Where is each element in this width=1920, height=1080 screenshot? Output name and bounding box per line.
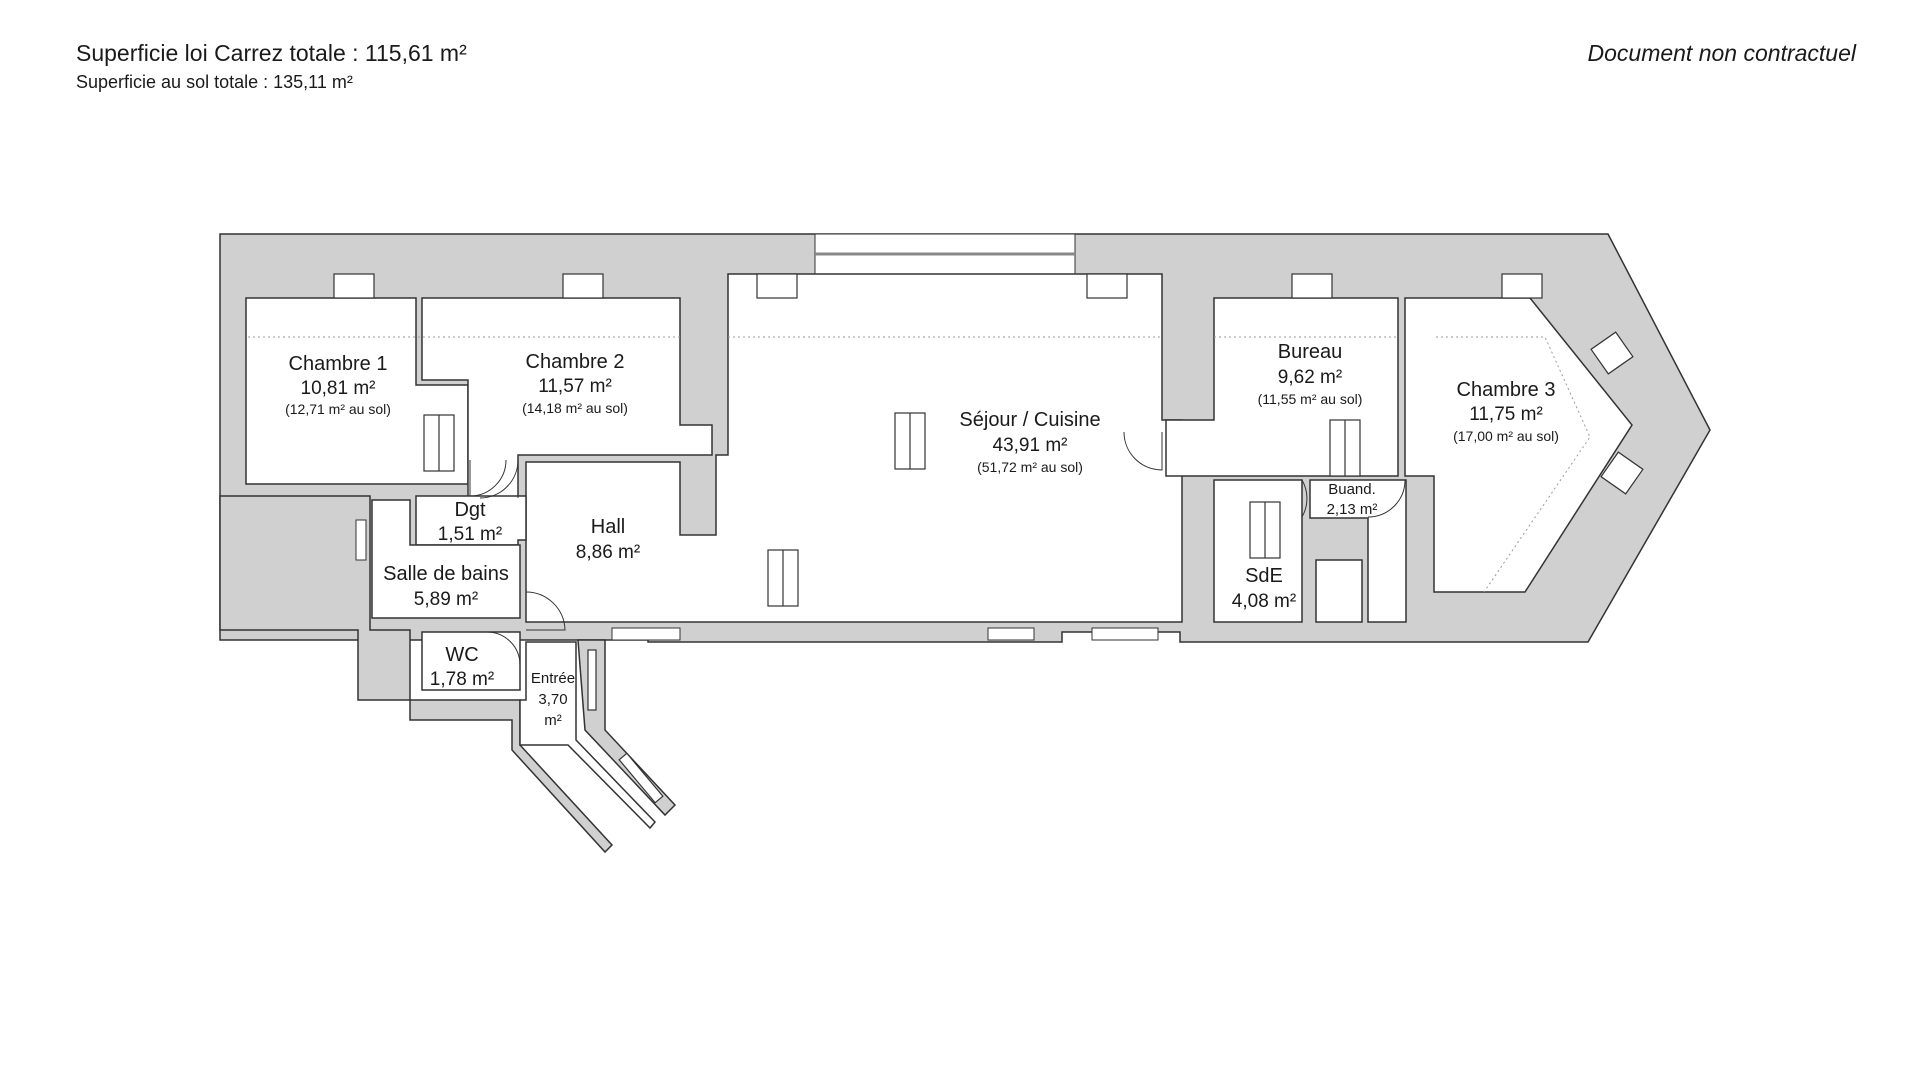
disclaimer: Document non contractuel	[1587, 40, 1857, 66]
chambre1-floor-area: (12,71 m² au sol)	[285, 401, 391, 417]
windows	[355, 233, 1159, 641]
skylights	[423, 412, 1361, 804]
buand-name: Buand.	[1328, 481, 1376, 498]
chambre2-name: Chambre 2	[526, 351, 625, 373]
radiator-icon	[1086, 273, 1128, 299]
west-wing-wall	[219, 495, 614, 854]
entree-name: Entrée	[531, 670, 575, 687]
radiator-icon	[333, 273, 375, 299]
rooms	[245, 273, 1633, 830]
skylight-icon	[894, 412, 926, 470]
chambre1-area: 10,81 m²	[301, 378, 376, 399]
entree-area-value: 3,70	[538, 691, 567, 708]
chambre2-floor-area: (14,18 m² au sol)	[522, 400, 628, 416]
radiator-icon	[1590, 331, 1634, 375]
radiator-icon	[756, 273, 798, 299]
wc-area: 1,78 m²	[430, 669, 494, 690]
radiators	[333, 273, 1644, 495]
room-buand	[1309, 479, 1407, 623]
sejour-floor-area: (51,72 m² au sol)	[977, 459, 1083, 475]
radiator-icon	[1600, 451, 1644, 495]
room-chambre2	[421, 297, 713, 499]
bureau-area: 9,62 m²	[1278, 367, 1342, 388]
skylight-icon	[587, 649, 597, 711]
room-salle-de-bains	[371, 499, 521, 619]
doors	[469, 431, 1406, 666]
radiator-icon	[1291, 273, 1333, 299]
floor-total-area: Superficie au sol totale : 135,11 m²	[76, 72, 353, 92]
chambre3-floor-area: (17,00 m² au sol)	[1453, 428, 1559, 444]
radiator-icon	[562, 273, 604, 299]
window-south-2	[987, 627, 1035, 641]
sejour-name: Séjour / Cuisine	[959, 409, 1100, 431]
room-chambre3	[1404, 297, 1633, 593]
skylight-icon	[1249, 501, 1281, 559]
bureau-name: Bureau	[1278, 341, 1343, 363]
bureau-floor-area: (11,55 m² au sol)	[1258, 391, 1363, 407]
sdb-area: 5,89 m²	[414, 589, 478, 610]
hall-area: 8,86 m²	[576, 542, 640, 563]
carrez-limit-lines	[248, 336, 1591, 593]
window-south-3	[1091, 627, 1159, 641]
door-swing-icon	[525, 591, 566, 631]
door-swing-icon	[1367, 479, 1406, 518]
room-sde-annex	[1315, 559, 1363, 623]
entree-area-unit: m²	[544, 712, 562, 729]
sde-name: SdE	[1245, 565, 1283, 587]
sdb-name: Salle de bains	[383, 563, 509, 585]
dgt-area: 1,51 m²	[438, 524, 502, 545]
skylight-icon	[767, 549, 799, 607]
hall-name: Hall	[591, 516, 625, 538]
door-swing-icon	[1265, 479, 1308, 518]
room-entree	[519, 641, 657, 830]
radiator-icon	[1501, 273, 1543, 299]
room-labels: Chambre 1 10,81 m² (12,71 m² au sol) Cha…	[285, 341, 1559, 729]
buand-area: 2,13 m²	[1327, 501, 1378, 518]
door-swing-icon	[1123, 431, 1163, 471]
entry-corridor-wall	[577, 639, 677, 817]
window-west-sdb	[355, 519, 367, 561]
carrez-total-area: Superficie loi Carrez totale : 115,61 m²	[76, 40, 467, 66]
sde-area: 4,08 m²	[1232, 591, 1296, 612]
chambre2-area: 11,57 m²	[538, 376, 612, 397]
door-swing-icon	[486, 631, 521, 666]
wc-name: WC	[445, 644, 478, 666]
skylight-icon	[1329, 419, 1361, 477]
dgt-name: Dgt	[454, 499, 486, 521]
window-south-1	[611, 627, 681, 641]
chambre1-name: Chambre 1	[289, 353, 388, 375]
chambre3-name: Chambre 3	[1457, 379, 1556, 401]
chambre3-area: 11,75 m²	[1469, 404, 1543, 425]
door-swing-icon	[469, 459, 507, 497]
skylight-icon	[423, 414, 455, 472]
door-swing-icon	[479, 459, 519, 499]
skylight-icon	[618, 752, 664, 804]
sejour-area: 43,91 m²	[993, 435, 1068, 456]
room-sejour-cuisine	[525, 273, 1183, 623]
